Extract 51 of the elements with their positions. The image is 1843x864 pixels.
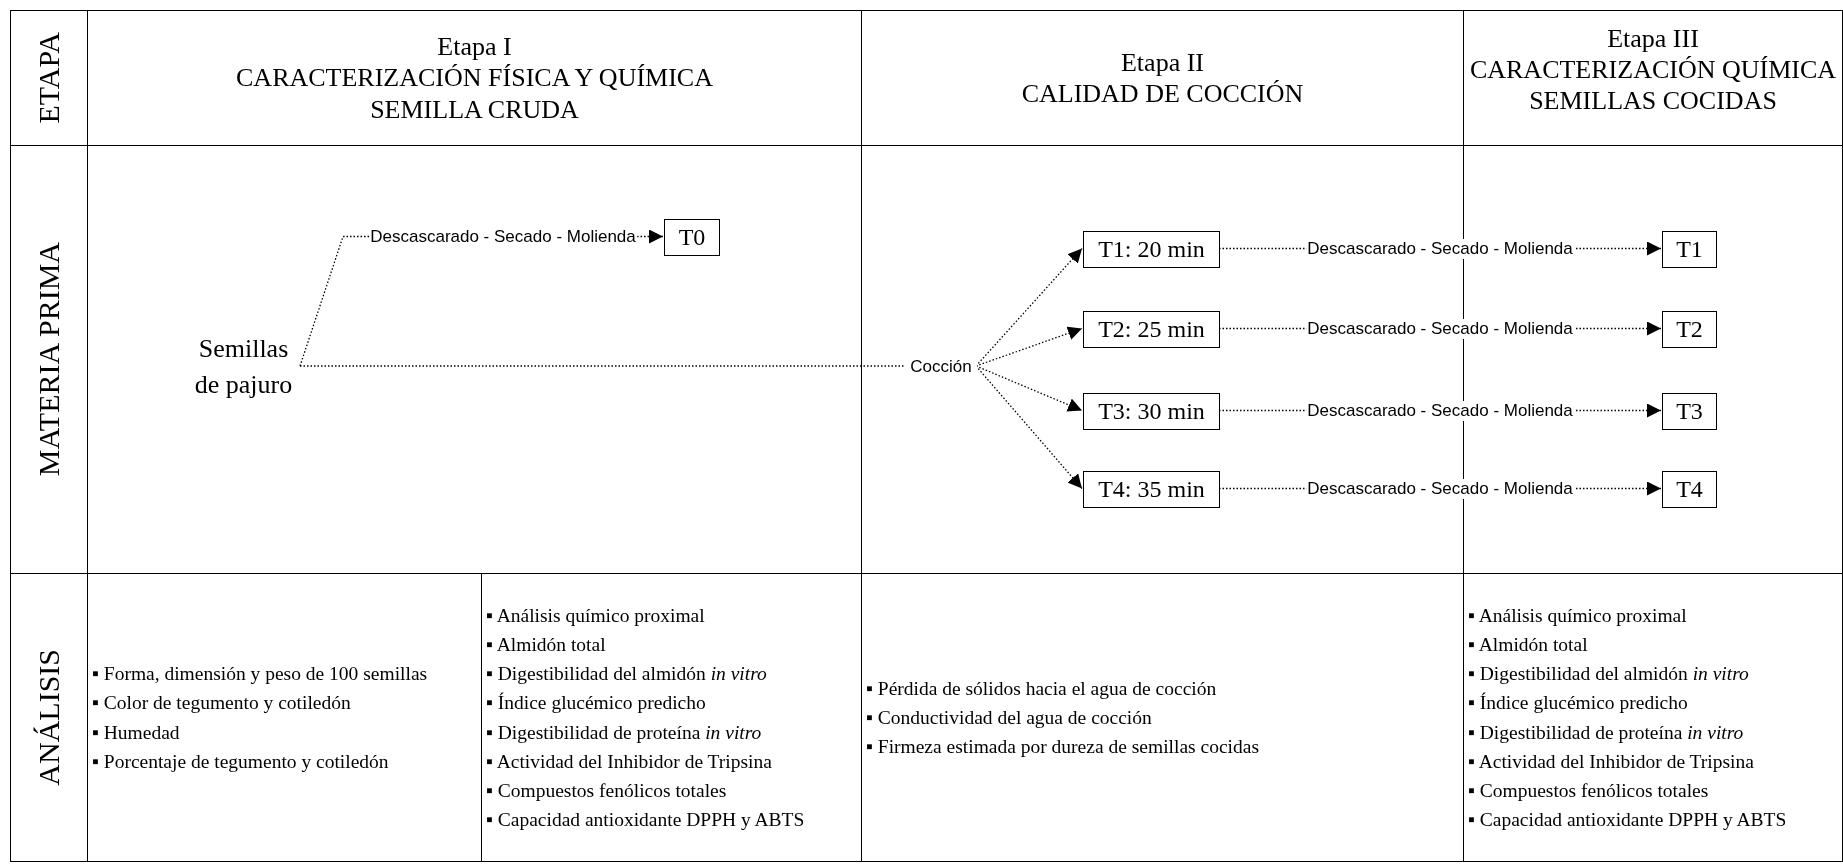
analysis-item: ▪ Forma, dimensión y peso de 100 semillas bbox=[92, 662, 429, 686]
row-header: ANÁLISIS bbox=[32, 649, 66, 786]
treatment-box: T4 bbox=[1662, 471, 1717, 508]
row-header: ETAPA bbox=[32, 32, 66, 124]
treatment-box: T2: 25 min bbox=[1083, 311, 1220, 348]
treatment-box: T1: 20 min bbox=[1083, 231, 1220, 268]
analysis-item: ▪ Índice glucémico predicho bbox=[1468, 691, 1689, 716]
stage-header-cell bbox=[1463, 10, 1843, 146]
analysis-item: ▪ Análisis químico proximal bbox=[486, 603, 706, 628]
analysis-item: ▪ Almidón total bbox=[1468, 632, 1589, 657]
analysis-item: ▪ Porcentaje de tegumento y cotiledón bbox=[92, 749, 390, 774]
row-header-cell bbox=[10, 573, 88, 862]
stage-description: CARACTERIZACIÓN QUÍMICA SEMILLAS COCIDAS bbox=[1468, 54, 1838, 117]
stage-description: CALIDAD DE COCCIÓN bbox=[1021, 78, 1304, 110]
analysis-item: ▪ Firmeza estimada por dureza de semillas cocidas bbox=[866, 735, 1260, 760]
connector-line bbox=[299, 365, 905, 367]
analysis-item: ▪ Compuestos fenólicos totales bbox=[486, 779, 728, 803]
stage-description: CARACTERIZACIÓN FÍSICA Y QUÍMICA SEMILLA CRUDA bbox=[235, 62, 714, 125]
analysis-item: ▪ Digestibilidad de proteína in vitro bbox=[1468, 720, 1745, 745]
analysis-item: ▪ Humedad bbox=[92, 720, 181, 745]
treatment-box: T0 bbox=[664, 219, 720, 256]
edge-label: Descascarado - Secado - Molienda bbox=[1306, 478, 1574, 499]
analysis-item: ▪ Color de tegumento y cotiledón bbox=[92, 691, 352, 716]
analysis-cell bbox=[1463, 573, 1843, 862]
analysis-item: ▪ Conductividad del agua de cocción bbox=[866, 705, 1153, 730]
analysis-item: ▪ Almidón total bbox=[486, 632, 607, 657]
row-header: MATERIA PRIMA bbox=[32, 242, 66, 477]
edge-label: Descascarado - Secado - Molienda bbox=[1306, 318, 1574, 339]
analysis-item: ▪ Capacidad antioxidante DPPH y ABTS bbox=[486, 808, 806, 833]
stage-title: Etapa I bbox=[437, 31, 512, 63]
analysis-item: ▪ Análisis químico proximal bbox=[1468, 603, 1688, 628]
analysis-item: ▪ Digestibilidad del almidón in vitro bbox=[486, 662, 768, 686]
edge-label: Descascarado - Secado - Molienda bbox=[1306, 400, 1574, 421]
treatment-box: T4: 35 min bbox=[1083, 471, 1220, 508]
treatment-box: T3: 30 min bbox=[1083, 393, 1220, 430]
analysis-item: ▪ Compuestos fenólicos totales bbox=[1468, 779, 1710, 803]
treatment-box: T2 bbox=[1662, 311, 1717, 348]
input-label: Semillas de pajuro bbox=[186, 331, 301, 403]
analysis-item: ▪ Digestibilidad de proteína in vitro bbox=[486, 720, 763, 745]
stage-title: Etapa III bbox=[1607, 23, 1699, 55]
analysis-item: ▪ Actividad del Inhibidor de Tripsina bbox=[1468, 749, 1755, 774]
analysis-item: ▪ Capacidad antioxidante DPPH y ABTS bbox=[1468, 808, 1788, 833]
analysis-item: ▪ Índice glucémico predicho bbox=[486, 691, 707, 716]
analysis-item: ▪ Digestibilidad del almidón in vitro bbox=[1468, 662, 1750, 686]
analysis-item: ▪ Actividad del Inhibidor de Tripsina bbox=[486, 749, 773, 774]
edge-label: Descascarado - Secado - Molienda bbox=[1306, 238, 1574, 259]
treatment-box: T1 bbox=[1662, 231, 1717, 268]
treatment-box: T3 bbox=[1662, 393, 1717, 430]
row-header-cell bbox=[10, 10, 88, 146]
analysis-item: ▪ Pérdida de sólidos hacia el agua de cocción bbox=[866, 676, 1218, 701]
stage-title: Etapa II bbox=[1121, 46, 1204, 78]
